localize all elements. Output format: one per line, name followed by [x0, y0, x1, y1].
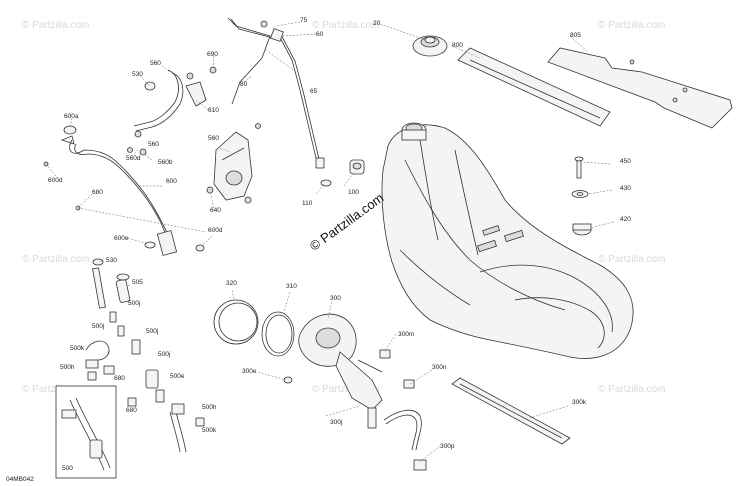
- callout-610: 610: [208, 107, 219, 114]
- callout-500h-b: 500h: [202, 404, 217, 411]
- inset-box-500: [55, 385, 117, 479]
- callout-300k: 300k: [572, 399, 587, 406]
- callout-60: 60: [316, 31, 324, 38]
- fuel-cap: [412, 35, 448, 57]
- callout-560-lower: 560: [148, 141, 159, 148]
- callout-500j-b: 500j: [92, 323, 104, 330]
- callout-805: 805: [570, 32, 581, 39]
- diagram-code: 04MB042: [6, 476, 34, 483]
- brand-watermark: © Partzilla.com: [307, 190, 387, 254]
- watermark: © Partzilla.com: [598, 20, 665, 31]
- callout-560b: 560b: [158, 159, 173, 166]
- callout-110: 110: [302, 200, 313, 207]
- callout-420: 420: [620, 216, 631, 223]
- callout-430: 430: [620, 185, 631, 192]
- callout-500j-d: 500j: [158, 351, 170, 358]
- callout-680: 680: [92, 189, 103, 196]
- callout-560d: 560d: [126, 155, 141, 162]
- watermark: © Partzilla.com: [22, 20, 89, 31]
- callout-600a: 600a: [64, 113, 79, 120]
- callout-600e: 600e: [114, 235, 129, 242]
- callout-300j: 300j: [330, 419, 342, 426]
- callout-800: 800: [452, 42, 463, 49]
- watermark: © Partzilla.com: [598, 254, 665, 265]
- callout-530-mid: 530: [106, 257, 117, 264]
- fuel-hose-assembly: [43, 66, 217, 256]
- callout-530: 530: [132, 71, 143, 78]
- callout-550: 560: [208, 135, 219, 142]
- seal-rings: [213, 299, 295, 357]
- callout-300m: 300m: [398, 331, 414, 338]
- pump-bracket: [206, 123, 261, 204]
- callout-600: 600: [166, 178, 177, 185]
- callout-500k-a: 500k: [70, 345, 85, 352]
- callout-680-low: 680: [126, 407, 137, 414]
- callout-560: 560: [150, 60, 161, 67]
- callout-500j-c: 500j: [146, 328, 158, 335]
- callout-300e: 300e: [242, 368, 257, 375]
- watermark: © Partzilla.com: [312, 384, 379, 395]
- callout-500k-b: 500k: [202, 427, 217, 434]
- tank-strap: [451, 377, 571, 445]
- callout-500j-a: 500j: [128, 300, 140, 307]
- leader-lines: [45, 21, 615, 463]
- lower-fuel-line-assembly: [85, 258, 205, 453]
- callout-500e: 500e: [170, 373, 185, 380]
- callout-450: 450: [620, 158, 631, 165]
- callout-20: 20: [373, 20, 381, 27]
- callout-320: 320: [226, 280, 237, 287]
- watermark: © Partzilla.com: [598, 384, 665, 395]
- callout-640: 640: [210, 207, 221, 214]
- callout-600d-right: 600d: [208, 227, 223, 234]
- callout-310: 310: [286, 283, 297, 290]
- fuel-tank: [381, 122, 634, 359]
- vent-tube: [227, 17, 365, 187]
- callout-300p: 300p: [440, 443, 455, 450]
- heat-shield-panels: [457, 47, 733, 129]
- callout-505: 505: [132, 279, 143, 286]
- callout-300n: 300n: [432, 364, 447, 371]
- callout-65: 65: [310, 88, 318, 95]
- fuel-pump: [283, 313, 427, 471]
- callout-80: 80: [240, 81, 248, 88]
- callout-300: 300: [330, 295, 341, 302]
- tank-mount-hardware: [571, 156, 592, 236]
- callout-500h-a: 500h: [60, 364, 75, 371]
- callout-75: 75: [300, 17, 308, 24]
- watermark: © Partzilla.com: [22, 254, 89, 265]
- callout-labels: 75 60 20 800 805 690 530 560 80 65 610 6…: [48, 17, 631, 472]
- callout-600d: 600d: [48, 177, 63, 184]
- callout-100: 100: [348, 189, 359, 196]
- callout-680-mid: 680: [114, 375, 125, 382]
- watermark: © Partzilla.com: [312, 20, 379, 31]
- callout-500: 500: [62, 465, 73, 472]
- callout-690: 690: [207, 51, 218, 58]
